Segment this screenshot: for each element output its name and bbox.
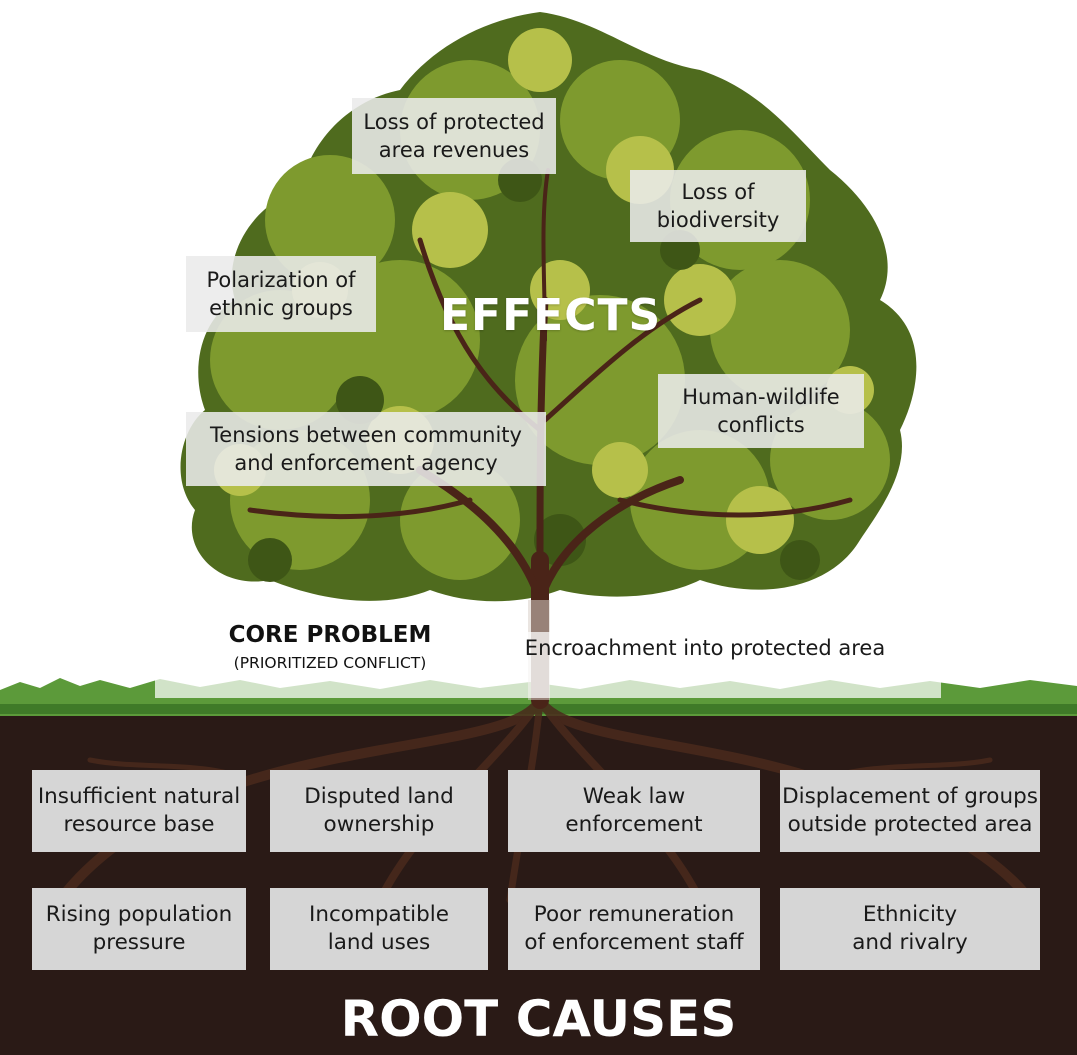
root-cause-line: outside protected area bbox=[787, 812, 1033, 837]
effect-line: Tensions between community bbox=[210, 423, 522, 447]
core-problem-text: Encroachment into protected area bbox=[524, 636, 886, 660]
effect-box: Human-wildlife conflicts bbox=[658, 374, 864, 448]
effect-line: area revenues bbox=[378, 138, 530, 162]
root-cause-box: Insufficient natural resource base bbox=[32, 770, 246, 852]
effect-line: biodiversity bbox=[656, 208, 780, 232]
root-cause-line: of enforcement staff bbox=[524, 930, 744, 955]
root-cause-line: and rivalry bbox=[852, 930, 968, 955]
root-cause-line: Ethnicity bbox=[862, 902, 958, 927]
root-cause-box: Rising population pressure bbox=[32, 888, 246, 970]
root-cause-line: land uses bbox=[327, 930, 431, 955]
effect-line: conflicts bbox=[717, 413, 805, 437]
root-cause-line: enforcement bbox=[565, 812, 703, 837]
core-problem-subtitle: (PRIORITIZED CONFLICT) bbox=[233, 654, 427, 672]
root-cause-line: Poor remuneration bbox=[533, 902, 735, 927]
root-cause-line: pressure bbox=[92, 930, 186, 955]
effect-line: and enforcement agency bbox=[234, 451, 498, 475]
root-cause-box: Weak law enforcement bbox=[508, 770, 760, 852]
core-problem-band bbox=[155, 632, 941, 698]
root-cause-box: Incompatible land uses bbox=[270, 888, 488, 970]
root-causes-title: ROOT CAUSES bbox=[340, 990, 737, 1048]
root-cause-box: Poor remuneration of enforcement staff bbox=[508, 888, 760, 970]
root-cause-line: Weak law bbox=[582, 784, 686, 809]
root-cause-line: Insufficient natural bbox=[37, 784, 241, 809]
root-cause-line: Incompatible bbox=[309, 902, 449, 927]
effects-title: EFFECTS bbox=[440, 290, 662, 341]
effect-box: Loss of biodiversity bbox=[630, 170, 806, 242]
root-cause-line: resource base bbox=[63, 812, 215, 837]
root-cause-line: Disputed land bbox=[304, 784, 454, 809]
core-problem-title: CORE PROBLEM bbox=[228, 622, 432, 648]
root-cause-line: ownership bbox=[323, 812, 435, 837]
effect-line: Human-wildlife bbox=[682, 385, 840, 409]
root-cause-line: Displacement of groups bbox=[782, 784, 1038, 809]
effect-box: Polarization of ethnic groups bbox=[186, 256, 376, 332]
root-cause-box: Disputed land ownership bbox=[270, 770, 488, 852]
effect-line: Loss of bbox=[681, 180, 755, 204]
root-cause-box: Ethnicity and rivalry bbox=[780, 888, 1040, 970]
effect-box: Loss of protected area revenues bbox=[352, 98, 556, 174]
effect-line: Loss of protected bbox=[363, 110, 545, 134]
effect-box: Tensions between community and enforceme… bbox=[186, 412, 546, 486]
root-cause-box: Displacement of groups outside protected… bbox=[780, 770, 1040, 852]
root-cause-line: Rising population bbox=[45, 902, 233, 927]
effect-line: ethnic groups bbox=[209, 296, 353, 320]
effect-line: Polarization of bbox=[206, 268, 356, 292]
